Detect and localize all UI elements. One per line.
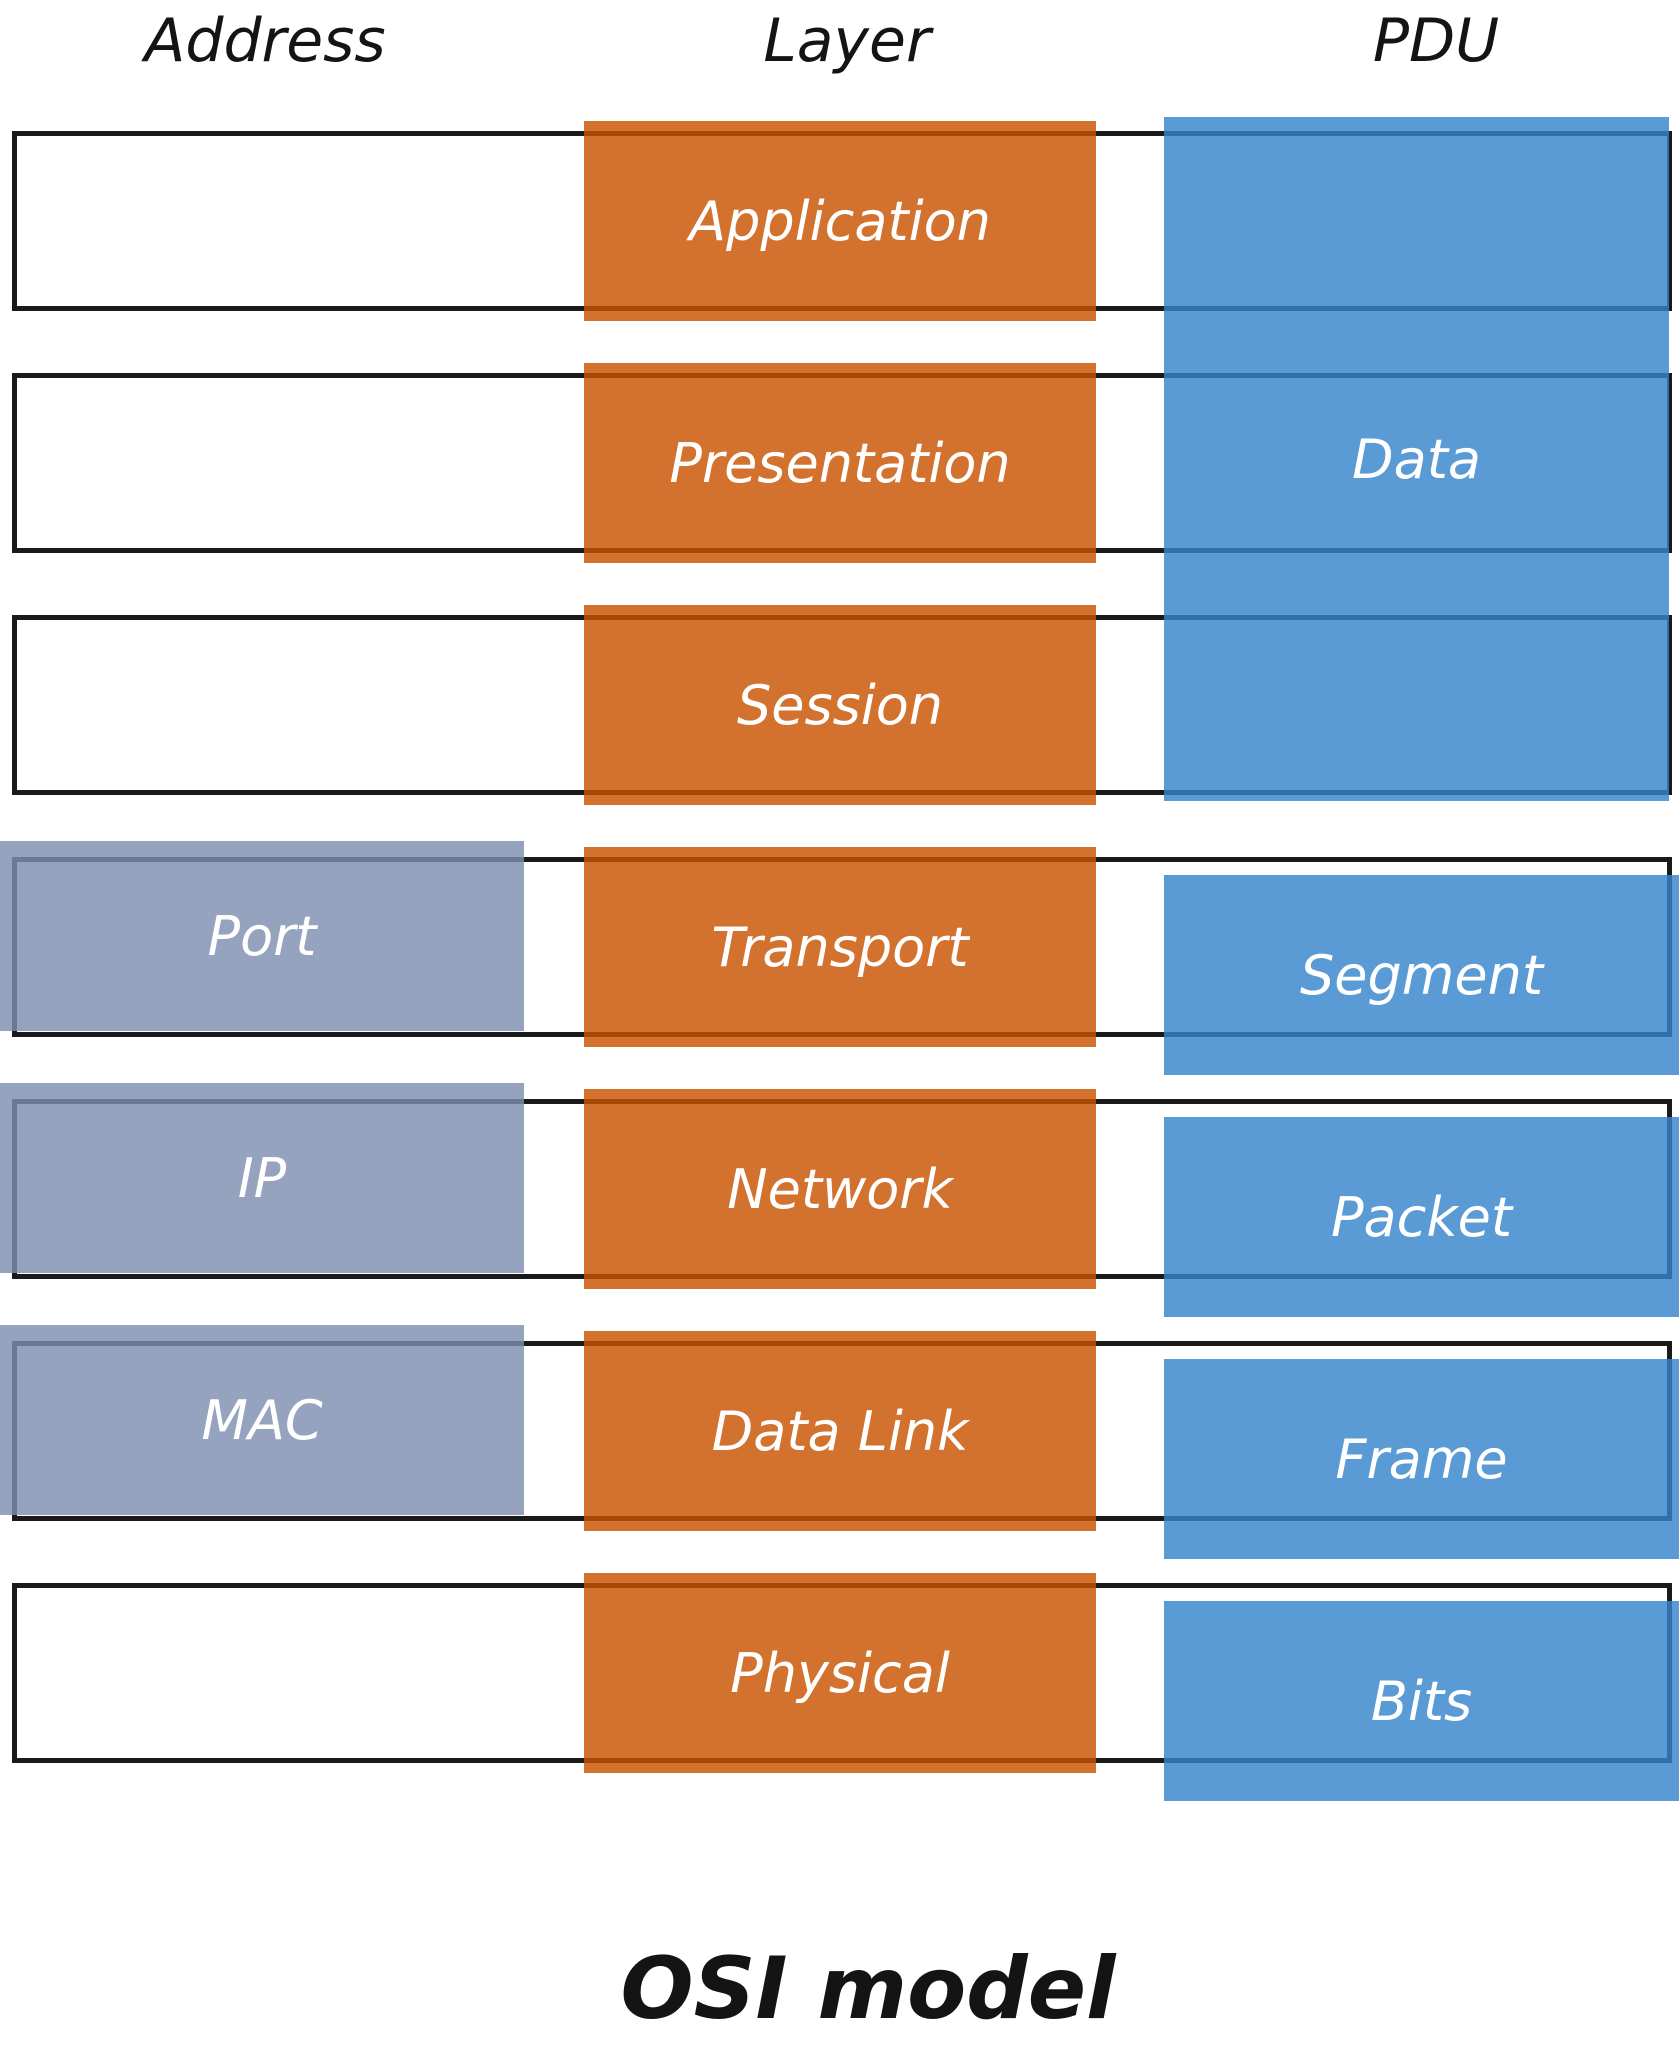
layer-label: Presentation: [669, 431, 1011, 495]
layer-box-network: Network: [584, 1089, 1096, 1289]
layer-box-session: Session: [584, 605, 1096, 805]
pdu-box-data: Data: [1164, 117, 1669, 801]
layer-box-transport: Transport: [584, 847, 1096, 1047]
pdu-box-bits: Bits: [1164, 1601, 1679, 1801]
pdu-label: Packet: [1330, 1185, 1512, 1249]
address-box-port: Port: [0, 841, 524, 1031]
layer-label: Session: [736, 673, 944, 737]
layer-label: Transport: [711, 915, 969, 979]
pdu-label: Frame: [1335, 1427, 1508, 1491]
layer-box-presentation: Presentation: [584, 363, 1096, 563]
pdu-label: Bits: [1370, 1669, 1473, 1733]
column-header-pdu: PDU: [1372, 6, 1500, 76]
layer-label: Data Link: [711, 1399, 969, 1463]
layer-label: Application: [689, 189, 991, 253]
pdu-label: Data: [1352, 427, 1481, 491]
layer-box-physical: Physical: [584, 1573, 1096, 1773]
address-box-ip: IP: [0, 1083, 524, 1273]
layer-box-data-link: Data Link: [584, 1331, 1096, 1531]
address-label: MAC: [201, 1388, 323, 1452]
address-label: IP: [237, 1146, 287, 1210]
pdu-box-segment: Segment: [1164, 875, 1679, 1075]
pdu-box-packet: Packet: [1164, 1117, 1679, 1317]
column-header-address: Address: [144, 6, 386, 76]
layer-label: Network: [727, 1157, 953, 1221]
layer-label: Physical: [730, 1641, 950, 1705]
pdu-label: Segment: [1300, 943, 1543, 1007]
address-box-mac: MAC: [0, 1325, 524, 1515]
address-label: Port: [207, 904, 317, 968]
column-header-layer: Layer: [763, 6, 931, 76]
pdu-box-frame: Frame: [1164, 1359, 1679, 1559]
layer-box-application: Application: [584, 121, 1096, 321]
diagram-title: OSI model: [620, 1939, 1116, 2039]
